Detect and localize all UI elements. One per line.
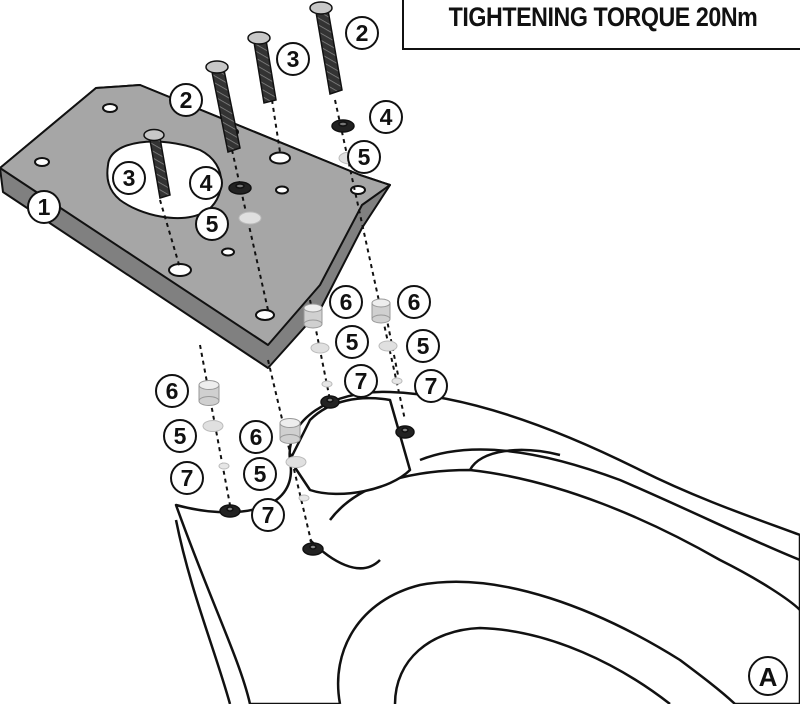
small-washers [218, 377, 403, 502]
callout-circle [406, 329, 440, 363]
callout-number: 2 [180, 87, 193, 113]
callout-number: 7 [425, 373, 438, 399]
callout-c6c: 6 [155, 374, 189, 408]
callout-circle [189, 166, 223, 200]
callout-circle [397, 285, 431, 319]
callout-number: 4 [380, 104, 393, 130]
callout-number: 6 [340, 289, 353, 315]
callout-number: 6 [250, 424, 263, 450]
screw-long-right [309, 1, 343, 95]
callout-circle [329, 285, 363, 319]
callout-circle [344, 364, 378, 398]
callout-c5b: 5 [347, 140, 381, 174]
callout-number: 5 [417, 333, 430, 359]
callout-number: 3 [287, 46, 300, 72]
callout-number: 4 [200, 170, 213, 196]
callout-circle [195, 207, 229, 241]
spacers [198, 298, 391, 444]
callout-c5a: 5 [195, 207, 229, 241]
torque-note-text: TIGHTENING TORQUE 20Nm [448, 2, 758, 32]
callout-c2a: 2 [169, 83, 203, 117]
view-label: A [748, 656, 788, 696]
callout-c7a: 7 [344, 364, 378, 398]
callout-circle [345, 16, 379, 50]
callout-circle [347, 140, 381, 174]
callout-c1: 1 [27, 190, 61, 224]
callout-c3a: 3 [112, 161, 146, 195]
callout-number: 7 [181, 465, 194, 491]
callout-c4a: 4 [189, 166, 223, 200]
screw-long-left [205, 60, 241, 153]
lock-washer-right [331, 119, 355, 133]
callout-number: 5 [206, 211, 219, 237]
callout-circle [276, 42, 310, 76]
view-label-text: A [759, 662, 778, 692]
callout-c7d: 7 [251, 498, 285, 532]
nuts [219, 395, 415, 556]
screw-short-right [247, 31, 277, 104]
lock-washer-left [228, 181, 252, 195]
callout-c5e: 5 [163, 419, 197, 453]
callout-c7b: 7 [414, 369, 448, 403]
callout-c6d: 6 [239, 420, 273, 454]
callout-circle [155, 374, 189, 408]
callout-number: 7 [355, 368, 368, 394]
torque-note-box: TIGHTENING TORQUE 20Nm [402, 0, 800, 50]
callout-c6a: 6 [329, 285, 363, 319]
callout-number: 2 [356, 20, 369, 46]
callout-c5d: 5 [406, 329, 440, 363]
callout-number: 1 [38, 194, 51, 220]
callout-c4b: 4 [369, 100, 403, 134]
callout-c6b: 6 [397, 285, 431, 319]
callout-number: 7 [262, 502, 275, 528]
screw-short-left [143, 128, 171, 199]
callout-circle [243, 457, 277, 491]
callout-circle [112, 161, 146, 195]
callout-c7c: 7 [170, 461, 204, 495]
callout-number: 3 [123, 165, 136, 191]
callout-circle [414, 369, 448, 403]
callout-circle [239, 420, 273, 454]
callout-circle [163, 419, 197, 453]
callout-circle [251, 498, 285, 532]
callout-number: 6 [408, 289, 421, 315]
callout-circle [169, 83, 203, 117]
callout-circle [27, 190, 61, 224]
callout-circle [369, 100, 403, 134]
callout-c3b: 3 [276, 42, 310, 76]
callout-number: 5 [254, 461, 267, 487]
callout-c2b: 2 [345, 16, 379, 50]
callout-circle [335, 325, 369, 359]
callout-number: 6 [166, 378, 179, 404]
callout-c5f: 5 [243, 457, 277, 491]
callout-c5c: 5 [335, 325, 369, 359]
callout-number: 5 [358, 144, 371, 170]
callout-number: 5 [174, 423, 187, 449]
callout-circle [170, 461, 204, 495]
callout-number: 5 [346, 329, 359, 355]
